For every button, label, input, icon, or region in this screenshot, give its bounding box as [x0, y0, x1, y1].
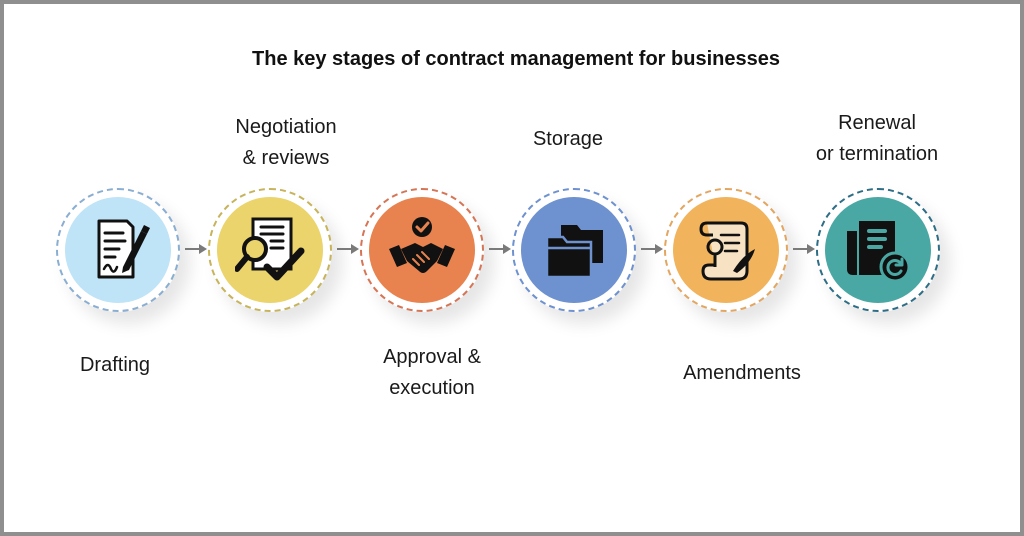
document-magnifier-check-icon: [235, 217, 305, 281]
arrow-icon: [337, 244, 359, 254]
arrow-icon: [641, 244, 663, 254]
stage-disc: [369, 197, 475, 303]
stage-label-renewal: Renewal or termination: [815, 112, 939, 165]
stage-label-storage: Storage: [532, 128, 604, 150]
stage-negotiation: [208, 188, 332, 312]
stage-label-amendments: Amendments: [683, 362, 801, 384]
stage-disc: [217, 197, 323, 303]
folders-icon: [545, 225, 603, 279]
stage-disc: [825, 197, 931, 303]
handshake-check-icon: [389, 217, 455, 273]
stage-disc: [673, 197, 779, 303]
diagram-title: The key stages of contract management fo…: [252, 48, 780, 70]
arrow-icon: [793, 244, 815, 254]
stage-renewal: [816, 188, 940, 312]
arrow-icon: [185, 244, 207, 254]
stage-label-negotiation: Negotiation & reviews: [235, 116, 337, 169]
contract-pen-icon: [97, 219, 150, 279]
stage-amendments: [664, 188, 788, 312]
stage-disc: [65, 197, 171, 303]
stage-disc: [521, 197, 627, 303]
scroll-quill-icon: [699, 221, 755, 281]
arrow-icon: [489, 244, 511, 254]
stage-label-approval: Approval & execution: [383, 346, 481, 399]
stage-approval: [360, 188, 484, 312]
document-renew-icon: [847, 221, 911, 283]
stage-storage: [512, 188, 636, 312]
stage-label-drafting: Drafting: [79, 354, 151, 376]
stage-drafting: [56, 188, 180, 312]
